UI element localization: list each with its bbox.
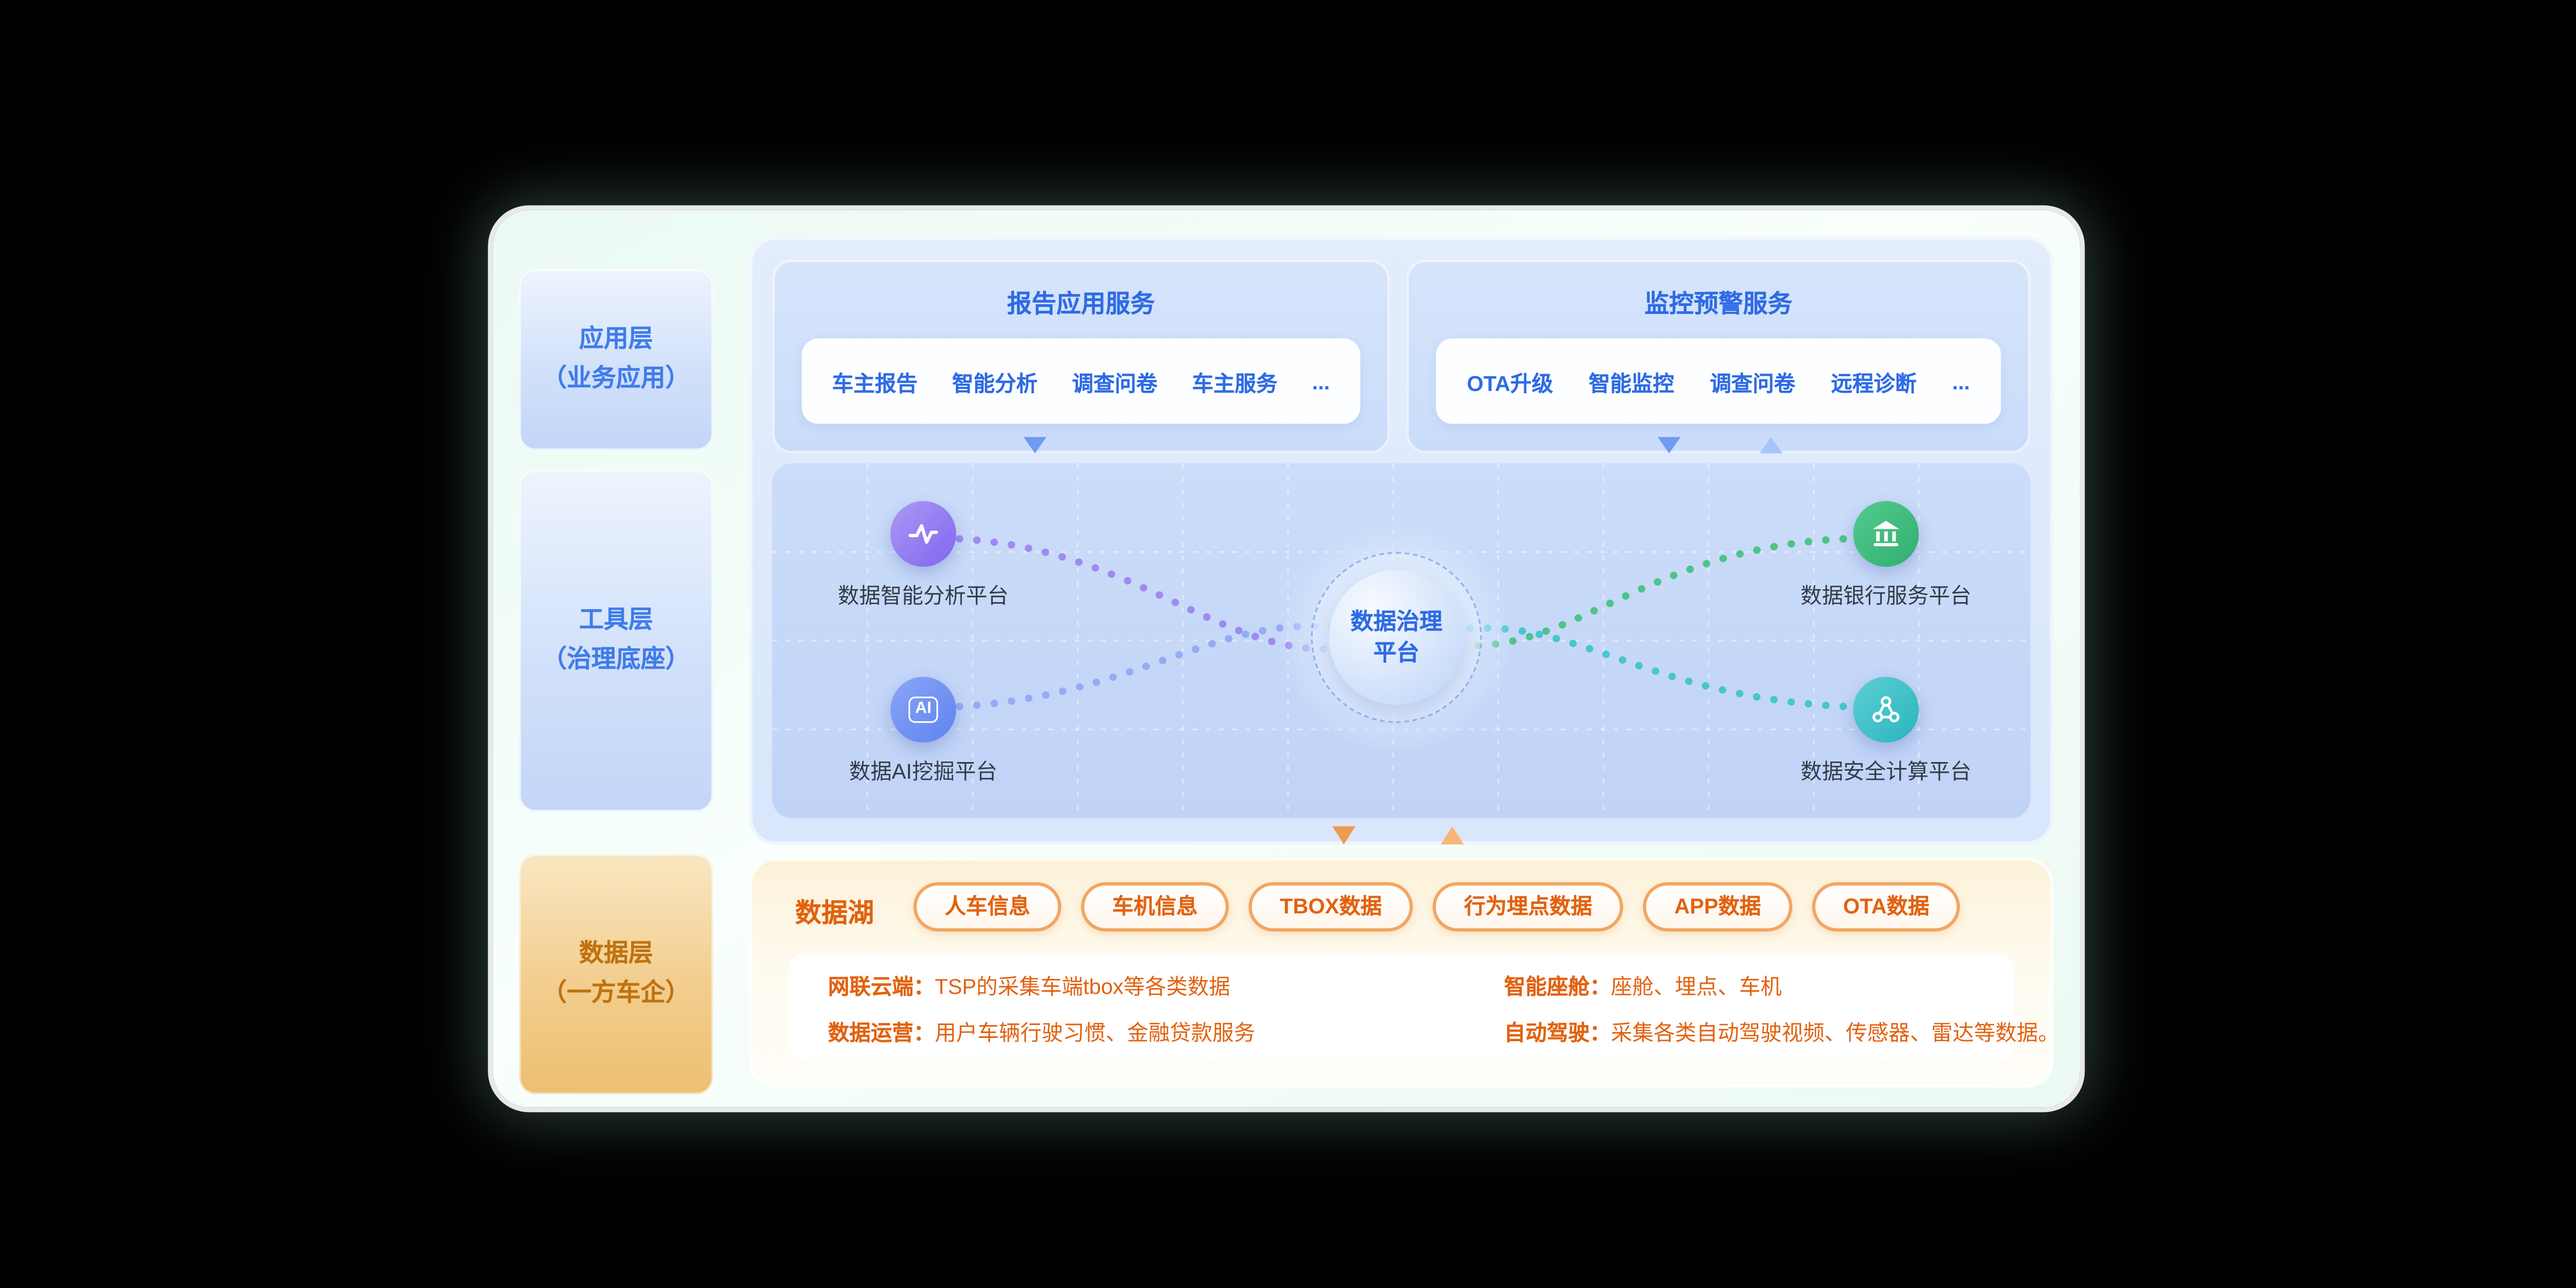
detail-label: 数据运营： [828,1019,935,1044]
hub-label-line1: 数据治理 [1350,608,1443,634]
arrow-up-icon [1759,437,1783,453]
node-bank: 数据银行服务平台 [1788,501,1985,610]
curve-security [1458,624,1847,711]
report-service-title: 报告应用服务 [1007,290,1155,319]
report-service-items-bar: 车主报告 智能分析 调查问卷 车主服务 ... [801,338,1360,424]
pill-ota-data: OTA数据 [1812,882,1961,932]
layer-tool-subtitle: （治理底座） [542,646,690,674]
service-item: 智能监控 [1589,370,1674,396]
arrow-down-icon [1657,437,1681,453]
curve-ai [955,622,1338,711]
arrow-down-icon [1023,437,1046,453]
node-security: 数据安全计算平台 [1788,677,1985,785]
detail-line: 自动驾驶：采集各类自动驾驶视频、传感器、雷达等数据。 [1504,1014,2060,1045]
network-icon [1853,677,1919,743]
pill-head-unit-info: 车机信息 [1081,882,1229,932]
architecture-figure: 应用层 （业务应用） 工具层 （治理底座） 数据层 （一方车企） 报告应用服务 … [493,210,2080,1108]
monitor-service-items-bar: OTA升级 智能监控 调查问卷 远程诊断 ... [1436,338,2001,424]
monitor-service-card: 监控预警服务 OTA升级 智能监控 调查问卷 远程诊断 ... [1406,259,2031,453]
layer-app: 应用层 （业务应用） [519,269,713,450]
detail-line: 智能座舱：座舱、埋点、车机 [1504,969,2014,1000]
detail-label: 网联云端： [828,973,935,998]
detail-text: 座舱、埋点、车机 [1611,973,1782,998]
layer-app-title: 应用层 [579,325,653,354]
service-item-more: ... [1312,369,1330,394]
tool-layer-section: 报告应用服务 车主报告 智能分析 调查问卷 车主服务 ... 监控预警服务 OT… [749,236,2054,845]
report-service-card: 报告应用服务 车主报告 智能分析 调查问卷 车主服务 ... [772,259,1390,453]
ai-glyph-text: AI [908,696,938,723]
service-item-more: ... [1952,369,1970,394]
service-item: 调查问卷 [1072,370,1158,396]
pill-tbox-data: TBOX数据 [1248,882,1414,932]
service-item: 车主服务 [1192,370,1278,396]
detail-text: 采集各类自动驾驶视频、传感器、雷达等数据。 [1611,1019,2060,1044]
detail-label: 智能座舱： [1504,973,1611,998]
datalake-title: 数据湖 [795,900,874,928]
pill-behavior-tracking-data: 行为埋点数据 [1432,882,1624,932]
layer-tool-title: 工具层 [579,606,653,634]
pulse-icon [890,501,956,567]
detail-text: 用户车辆行驶习惯、金融贷款服务 [934,1019,1255,1044]
data-governance-hub: 数据治理 平台 [1329,570,1464,705]
hub-label-line2: 平台 [1373,639,1419,665]
layer-tool: 工具层 （治理底座） [519,470,713,812]
datalake-pill-row: 人车信息 车机信息 TBOX数据 行为埋点数据 APP数据 OTA数据 [913,882,1961,932]
node-analysis: 数据智能分析平台 [825,501,1022,610]
node-label: 数据安全计算平台 [1801,759,1972,784]
node-label: 数据智能分析平台 [838,583,1009,608]
ai-icon: AI [890,677,956,743]
detail-line: 网联云端：TSP的采集车端tbox等各类数据 [828,969,1504,1000]
service-item: 调查问卷 [1710,370,1796,396]
graph-panel: 数据治理 平台 数据智能分析平台 AI 数据AI挖掘平台 [772,463,2031,818]
datalake-panel: 数据湖 人车信息 车机信息 TBOX数据 行为埋点数据 APP数据 OTA数据 … [749,857,2060,1088]
monitor-service-title: 监控预警服务 [1644,290,1792,319]
bank-icon [1853,501,1919,567]
service-item: 远程诊断 [1831,370,1917,396]
layer-data-subtitle: （一方车企） [542,979,690,1007]
pill-app-data: APP数据 [1643,882,1792,932]
arrow-up-icon [1440,826,1464,845]
detail-label: 自动驾驶： [1504,1019,1611,1044]
pill-vehicle-owner-info: 人车信息 [913,882,1062,932]
service-item: 车主报告 [832,370,918,396]
node-ai: AI 数据AI挖掘平台 [825,677,1022,785]
node-label: 数据AI挖掘平台 [849,759,998,784]
service-item: 智能分析 [952,370,1038,396]
layer-data-title: 数据层 [579,940,653,968]
detail-line: 数据运营：用户车辆行驶习惯、金融贷款服务 [828,1014,1504,1045]
layer-app-subtitle: （业务应用） [542,364,690,393]
service-item: OTA升级 [1467,370,1553,396]
detail-text: TSP的采集车端tbox等各类数据 [934,973,1231,998]
arrow-down-icon [1332,826,1356,845]
datalake-detail-box: 网联云端：TSP的采集车端tbox等各类数据 智能座舱：座舱、埋点、车机 数据运… [788,953,2060,1062]
layer-data: 数据层 （一方车企） [519,854,713,1094]
node-label: 数据银行服务平台 [1801,583,1972,608]
